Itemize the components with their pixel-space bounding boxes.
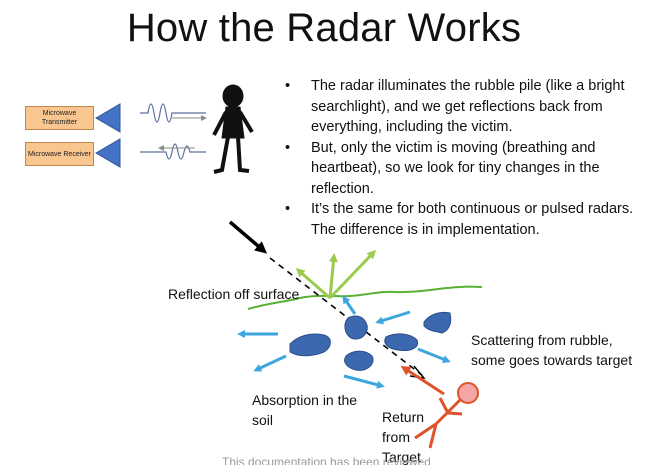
bullet-item: The radar illuminates the rubble pile (l… <box>283 76 643 138</box>
scattering-label: Scattering from rubble, some goes toward… <box>471 332 633 368</box>
bullet-item: It’s the same for both continuous or pul… <box>283 199 643 240</box>
scattering-arrows <box>237 295 451 389</box>
return-label: Return from Target <box>382 409 425 465</box>
rubble-pieces <box>289 311 452 371</box>
received-wave-icon <box>140 143 206 160</box>
reflection-arrows <box>295 249 377 300</box>
person-silhouette-icon <box>212 84 254 174</box>
transmitter-antenna-icon <box>95 103 121 133</box>
absorption-label: Absorption in the soil <box>252 392 358 428</box>
microwave-receiver-box: Microwave Receiver <box>25 142 94 166</box>
target-person-icon <box>414 382 479 449</box>
ground-surface-line <box>247 285 483 310</box>
receiver-antenna-icon <box>95 138 121 168</box>
microwave-transmitter-box: Microwave Transmitter <box>25 106 94 130</box>
bullet-item: But, only the victim is moving (breathin… <box>283 138 643 200</box>
reflection-label: Reflection off surface <box>168 286 300 302</box>
bullet-list: The radar illuminates the rubble pile (l… <box>283 76 643 240</box>
transmitted-wave-icon <box>140 103 206 123</box>
slide-title: How the Radar Works <box>126 6 522 50</box>
incident-ray-arrow <box>228 220 268 254</box>
return-arrow <box>400 365 445 396</box>
footer-note: This documentation has been reviewed <box>222 455 431 465</box>
